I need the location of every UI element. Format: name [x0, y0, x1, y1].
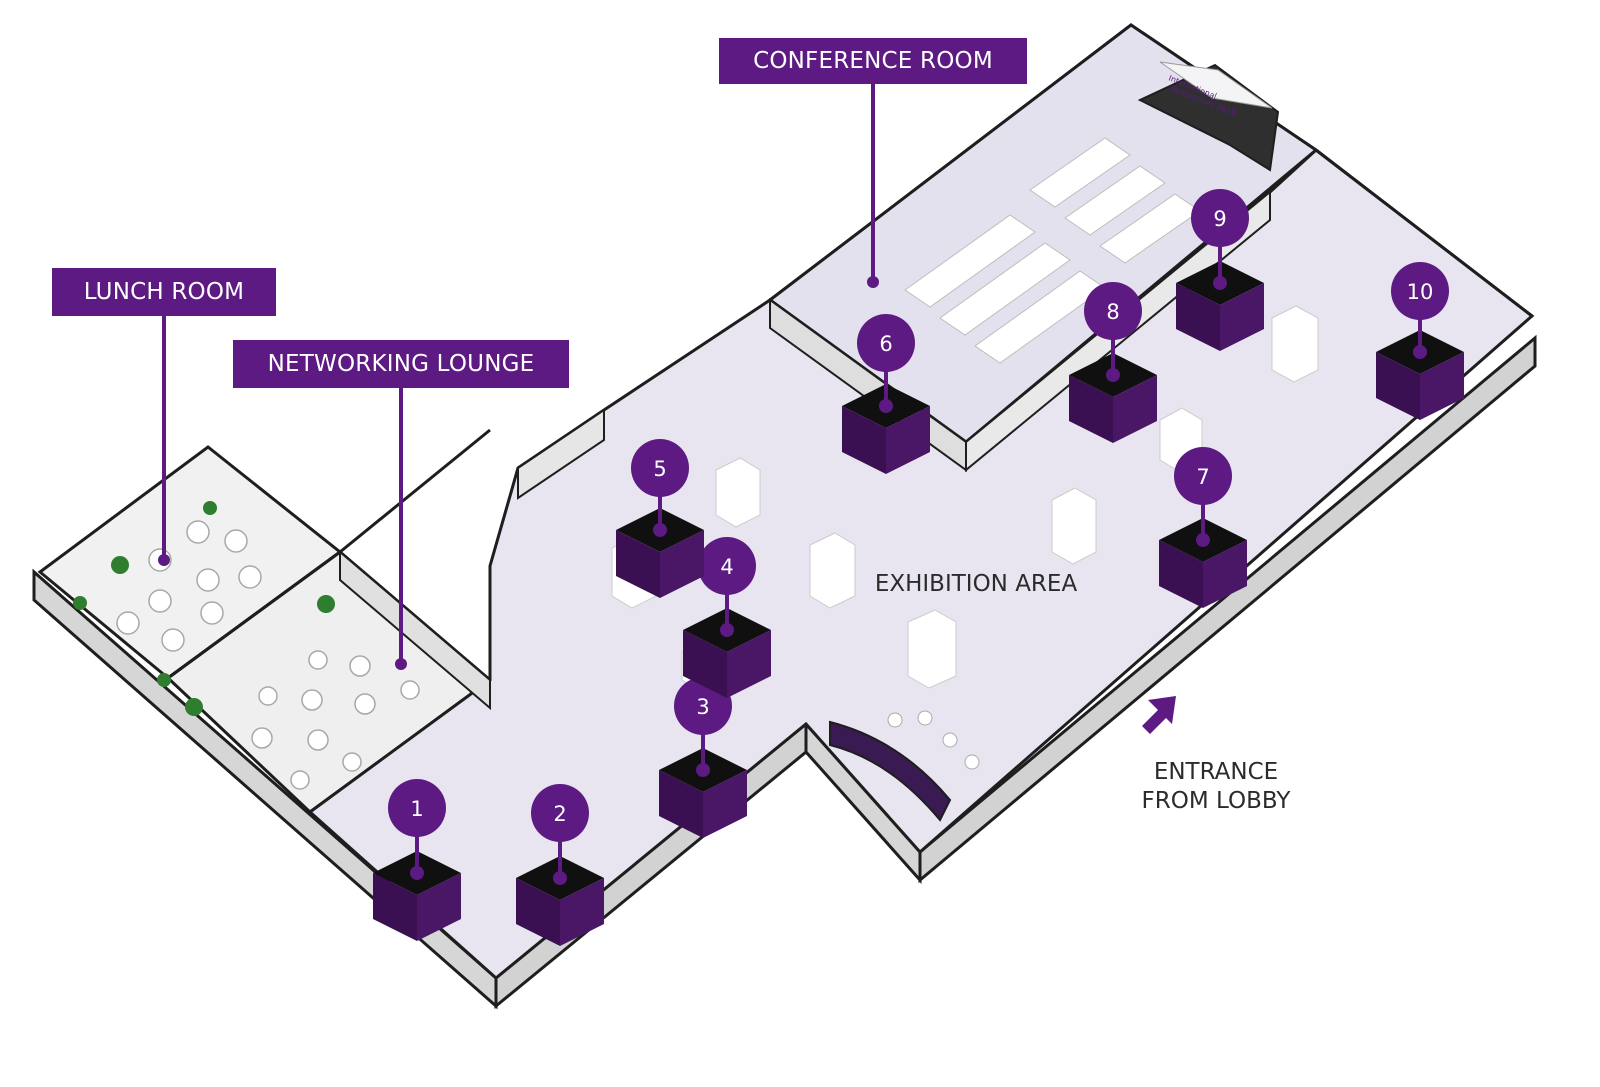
booth-number: 7 [1196, 465, 1209, 489]
booth-number: 4 [720, 555, 733, 579]
booth-badge [698, 537, 756, 595]
booth-badge [1391, 262, 1449, 320]
booth-badge [1084, 282, 1142, 340]
booth-9[interactable]: 9 [1176, 189, 1264, 351]
booth-side-right [703, 770, 747, 838]
booth-pointer-dot [1213, 276, 1227, 290]
floors [37, 23, 1535, 980]
booth-side-left [1159, 540, 1203, 608]
booth-number: 10 [1407, 280, 1434, 304]
booth-side-left [1176, 283, 1220, 351]
booth-7[interactable]: 7 [1159, 447, 1247, 608]
booth-number: 2 [553, 802, 566, 826]
entrance-arrow-icon [1142, 696, 1176, 734]
networking-lounge-label: NETWORKING LOUNGE [233, 340, 569, 388]
booth-4[interactable]: 4 [683, 537, 771, 698]
lunch-room-tables [116, 520, 262, 652]
lunch-room-label: LUNCH ROOM [52, 268, 276, 316]
booth-pointer-dot [1106, 368, 1120, 382]
booth-badge [1191, 189, 1249, 247]
booth-pointer-dot [720, 623, 734, 637]
booth-8[interactable]: 8 [1069, 282, 1157, 443]
booth-side-right [1220, 283, 1264, 351]
conference-seating [904, 137, 1201, 364]
conference-screen: International Symposium 2019 [1137, 61, 1280, 172]
exhibition-area-label: EXHIBITION AREA [874, 571, 1078, 597]
booth-side-left [1376, 352, 1420, 420]
booth-side-right [727, 630, 771, 698]
conference-room-label: CONFERENCE ROOM [719, 38, 1027, 84]
lounge-tables [251, 650, 420, 790]
booth-pointer-dot [653, 523, 667, 537]
booth-side-left [516, 878, 560, 946]
booth-side-right [886, 406, 930, 474]
booth-side-left [659, 770, 703, 838]
booth-side-right [660, 530, 704, 598]
booth-number: 6 [879, 332, 892, 356]
booth-pointer-dot [1413, 345, 1427, 359]
booth-pointer-dot [696, 763, 710, 777]
booth-side-right [1203, 540, 1247, 608]
booth-number: 9 [1213, 207, 1226, 231]
booth-pointer-dot [410, 866, 424, 880]
booth-number: 8 [1106, 300, 1119, 324]
booth-pointer-dot [879, 399, 893, 413]
booth-badge [388, 779, 446, 837]
booth-pointer-dot [1196, 533, 1210, 547]
booth-badge [1174, 447, 1232, 505]
booth-number: 3 [696, 695, 709, 719]
booth-badge [631, 439, 689, 497]
booth-number: 5 [653, 457, 666, 481]
booth-side-right [417, 873, 461, 941]
booth-number: 1 [410, 797, 423, 821]
booth-pointer-dot [553, 871, 567, 885]
reception-counter [829, 710, 980, 822]
booths: 1 2 3 4 5 6 7 8 9 10 [373, 189, 1464, 946]
booth-2[interactable]: 2 [516, 784, 604, 946]
booth-side-right [1420, 352, 1464, 420]
booth-5[interactable]: 5 [616, 439, 704, 598]
booth-10[interactable]: 10 [1376, 262, 1464, 420]
booth-side-left [683, 630, 727, 698]
lounge-plants [157, 595, 335, 716]
booth-side-left [616, 530, 660, 598]
booth-side-right [1113, 375, 1157, 443]
booth-badge [531, 784, 589, 842]
booth-1[interactable]: 1 [373, 779, 461, 941]
entrance-label-line2: FROM LOBBY [1141, 788, 1291, 814]
entrance-label-line1: ENTRANCE [1153, 759, 1279, 785]
booth-side-left [842, 406, 886, 474]
booth-badge [857, 314, 915, 372]
lunch-room-plants [73, 501, 217, 610]
booth-side-left [1069, 375, 1113, 443]
booth-side-right [560, 878, 604, 946]
booth-6[interactable]: 6 [842, 314, 930, 474]
booth-side-left [373, 873, 417, 941]
